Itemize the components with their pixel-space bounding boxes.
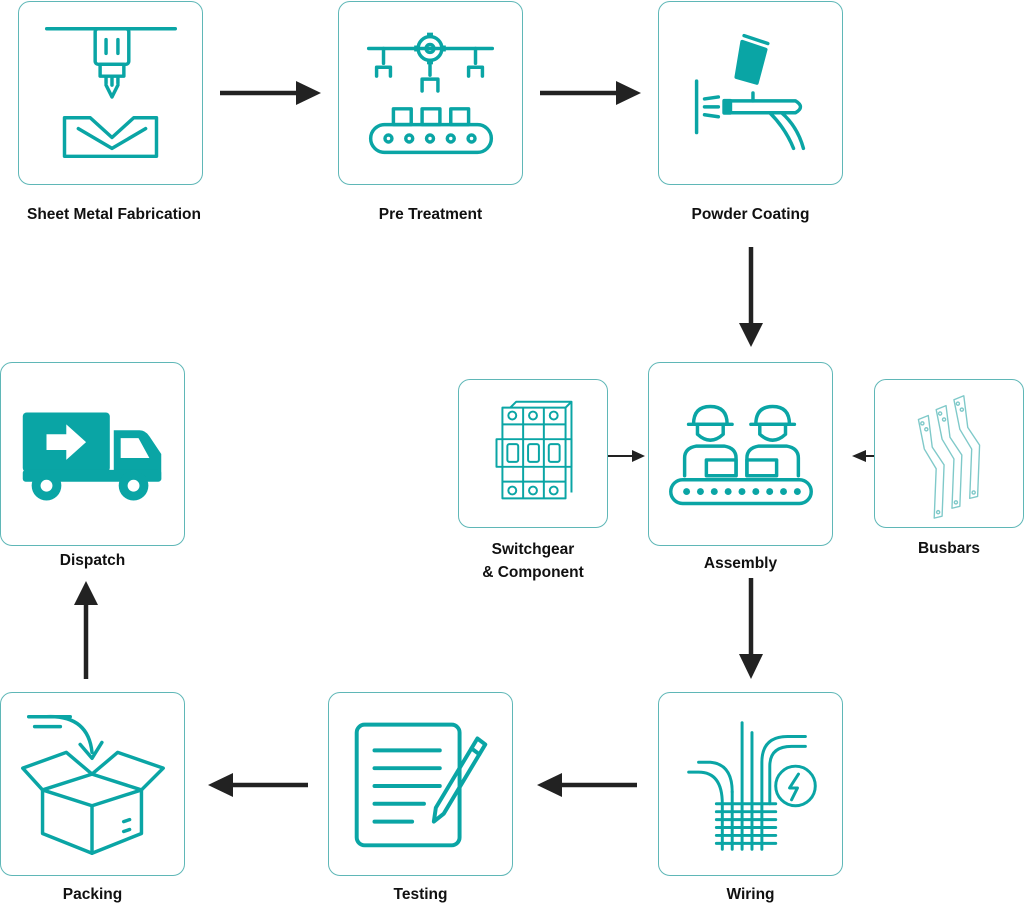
step-label-testing: Testing — [393, 886, 448, 903]
step-label-pre-treatment: Pre Treatment — [378, 206, 483, 223]
step-box-powder-coating — [658, 1, 843, 185]
step-label-packing: Packing — [62, 886, 123, 903]
step-box-wiring — [658, 692, 843, 876]
conveyor-robot-arms-icon — [366, 32, 495, 155]
step-label-wiring: Wiring — [726, 886, 775, 903]
step-box-busbars — [874, 379, 1024, 528]
arrow-pretreatment-to-coating — [540, 81, 641, 105]
delivery-truck-icon — [22, 412, 162, 501]
arrow-packing-to-dispatch — [74, 581, 98, 679]
sheet-metal-press-icon — [44, 26, 178, 159]
arrow-testing-to-packing — [208, 773, 308, 797]
step-box-assembly — [648, 362, 833, 546]
workers-conveyor-icon — [669, 404, 813, 506]
busbar-strips-icon — [917, 395, 981, 519]
step-label-switchgear: Switchgear & Component — [458, 538, 608, 584]
step-label-switchgear-line1: Switchgear — [491, 541, 575, 558]
step-label-switchgear-line2: & Component — [482, 564, 584, 581]
step-box-dispatch — [0, 362, 185, 546]
arrow-coating-to-assembly — [739, 247, 763, 347]
spray-gun-icon — [694, 33, 806, 151]
step-box-sheet-metal-fabrication — [18, 1, 203, 185]
step-box-packing — [0, 692, 185, 876]
step-box-switchgear — [458, 379, 608, 528]
step-label-sheet-metal-fabrication: Sheet Metal Fabrication — [27, 206, 201, 223]
open-box-icon — [21, 715, 165, 855]
circuit-breaker-icon — [495, 400, 573, 500]
arrow-assembly-to-wiring — [739, 578, 763, 679]
step-label-assembly: Assembly — [703, 555, 778, 572]
step-label-busbars: Busbars — [917, 540, 981, 557]
step-box-pre-treatment — [338, 1, 523, 185]
checklist-pen-icon — [354, 722, 488, 848]
step-label-dispatch: Dispatch — [59, 552, 126, 569]
arrow-wiring-to-testing — [537, 773, 637, 797]
step-box-testing — [328, 692, 513, 876]
cable-bundle-icon — [687, 721, 817, 851]
step-label-powder-coating: Powder Coating — [691, 206, 810, 223]
arrow-sheet-to-pretreatment — [220, 81, 321, 105]
